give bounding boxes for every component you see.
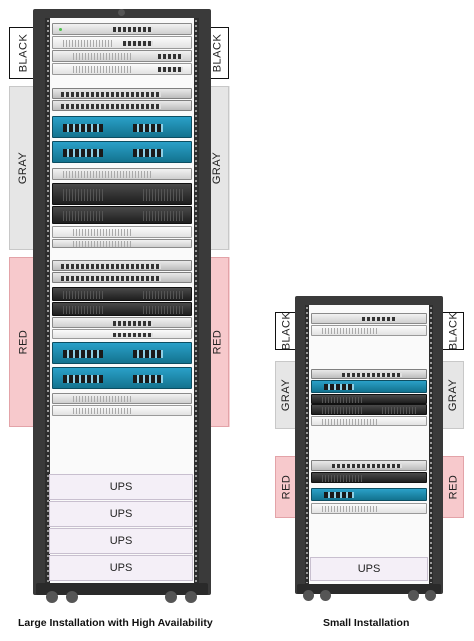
large-gray-server-2 (52, 183, 192, 205)
large-rack-wheel (185, 591, 197, 603)
large-rack-right-holes (195, 20, 197, 584)
small-installation-caption: Small Installation (323, 617, 410, 629)
small-zone-gray-left: GRAY (275, 361, 297, 429)
small-red-server-2 (311, 503, 427, 514)
large-ups-1: UPS (49, 474, 193, 500)
large-ups-3: UPS (49, 528, 193, 554)
small-zone-black-right: BLACK (442, 312, 464, 350)
small-black-router (311, 313, 427, 324)
small-rack-left-holes (306, 307, 308, 583)
large-red-router-1 (52, 317, 192, 328)
small-red-firewall (311, 488, 427, 501)
small-gray-server-3 (311, 416, 427, 426)
large-gray-server-4 (52, 226, 192, 238)
small-rack-wheel (408, 590, 419, 601)
zone-label: GRAY (17, 151, 30, 185)
large-installation-caption: Large Installation with High Availabilit… (18, 617, 213, 629)
large-gray-switch-1 (52, 88, 192, 99)
large-gray-server-5 (52, 239, 192, 248)
small-gray-firewall (311, 380, 427, 393)
zone-label: GRAY (280, 378, 293, 412)
large-red-server-1 (52, 287, 192, 301)
large-gray-firewall-1 (52, 116, 192, 138)
large-red-firewall-2 (52, 367, 192, 389)
small-zone-gray-right: GRAY (442, 361, 464, 429)
small-gray-server-2 (311, 404, 427, 415)
large-red-router-2 (52, 329, 192, 339)
small-red-switch (311, 460, 427, 471)
zone-label: BLACK (17, 33, 30, 73)
zone-label: RED (447, 474, 460, 500)
zone-label: RED (280, 474, 293, 500)
large-gray-switch-2 (52, 100, 192, 111)
small-gray-switch (311, 369, 427, 379)
large-rack-top-bolt (118, 9, 125, 16)
large-ups-2: UPS (49, 501, 193, 527)
large-gray-server-3 (52, 206, 192, 224)
large-red-switch-1 (52, 260, 192, 271)
small-red-server-1 (311, 472, 427, 483)
large-gray-server-1 (52, 168, 192, 180)
small-rack-wheel (320, 590, 331, 601)
small-rack-right-holes (430, 307, 432, 583)
zone-label: RED (16, 329, 29, 355)
small-black-server (311, 325, 427, 336)
small-rack-base (297, 584, 441, 594)
large-rack-wheel (165, 591, 177, 603)
large-red-server-2 (52, 302, 192, 316)
large-rack-base (36, 583, 208, 595)
small-gray-server-1 (311, 394, 427, 404)
small-rack-wheel (303, 590, 314, 601)
small-zone-red-left: RED (275, 456, 297, 518)
large-red-switch-2 (52, 272, 192, 283)
zone-label: GRAY (211, 151, 224, 185)
zone-label: BLACK (280, 311, 293, 351)
large-red-firewall-1 (52, 342, 192, 364)
large-rack-left-holes (47, 20, 49, 584)
large-ups-4: UPS (49, 555, 193, 581)
small-ups: UPS (310, 557, 428, 581)
small-rack-interior (305, 305, 433, 585)
large-black-server-2 (52, 63, 192, 75)
zone-label: RED (211, 329, 224, 355)
large-rack-wheel (46, 591, 58, 603)
zone-label: GRAY (447, 378, 460, 412)
large-zone-black-left: BLACK (9, 27, 37, 79)
large-rack-wheel (66, 591, 78, 603)
large-black-router-1 (52, 23, 192, 35)
large-black-server-1 (52, 50, 192, 62)
large-red-server-3 (52, 393, 192, 404)
large-black-router-2 (52, 36, 192, 49)
large-red-server-4 (52, 405, 192, 416)
small-rack-wheel (425, 590, 436, 601)
small-zone-red-right: RED (442, 456, 464, 518)
small-zone-black-left: BLACK (275, 312, 297, 350)
zone-label: BLACK (211, 33, 224, 73)
large-gray-firewall-2 (52, 141, 192, 163)
zone-label: BLACK (447, 311, 460, 351)
